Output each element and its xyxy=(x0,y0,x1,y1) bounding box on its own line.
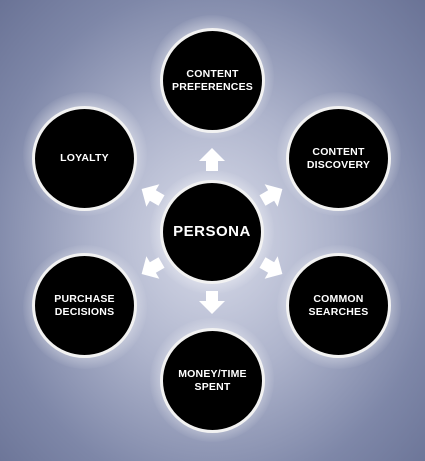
arrow-down-left xyxy=(141,256,165,279)
arrow-group xyxy=(141,148,283,314)
arrow-down-right xyxy=(259,256,283,279)
node-label: CONTENT DISCOVERY xyxy=(306,145,371,171)
node-persona: PERSONA xyxy=(160,180,264,284)
arrow-down xyxy=(199,291,225,314)
arrow-up xyxy=(199,148,225,171)
node-label: MONEY/TIME SPENT xyxy=(178,367,247,393)
node-purchase-decisions: PURCHASE DECISIONS xyxy=(32,253,137,358)
arrow-up-left xyxy=(141,184,165,207)
node-money-time-spent: MONEY/TIME SPENT xyxy=(160,328,265,433)
node-label: CONTENT PREFERENCES xyxy=(172,67,253,93)
node-content-preferences: CONTENT PREFERENCES xyxy=(160,28,265,133)
node-common-searches: COMMON SEARCHES xyxy=(286,253,391,358)
node-label: COMMON SEARCHES xyxy=(308,292,369,318)
node-content-discovery: CONTENT DISCOVERY xyxy=(286,106,391,211)
node-loyalty: LOYALTY xyxy=(32,106,137,211)
node-label: LOYALTY xyxy=(60,152,109,164)
node-label: PURCHASE DECISIONS xyxy=(54,292,115,318)
center-label: PERSONA xyxy=(173,223,251,240)
arrow-up-right xyxy=(259,184,283,207)
